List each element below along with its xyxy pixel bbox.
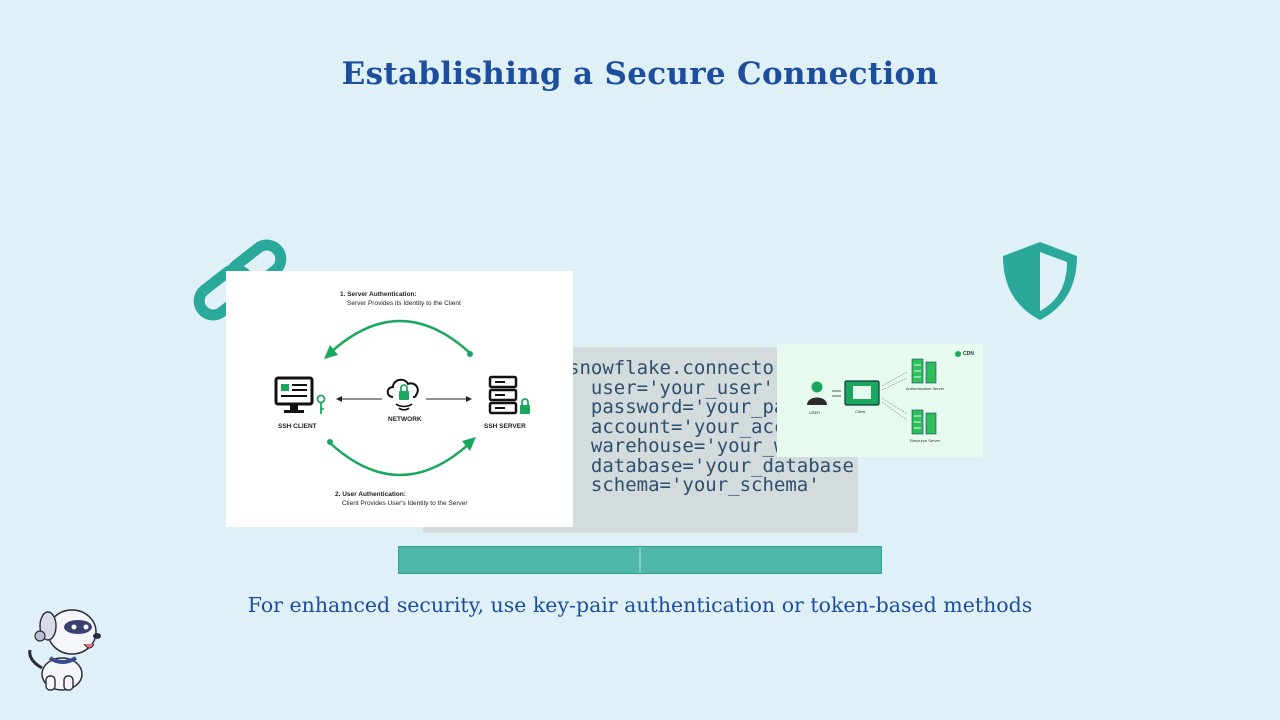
ssh-client-label: SSH CLIENT: [278, 423, 317, 430]
ssh-authentication-diagram: 1. Server Authentication: Server Provide…: [226, 271, 573, 527]
accent-bar-segment: [639, 547, 881, 573]
network-cloud-icon: [386, 378, 419, 411]
client-label: Client: [855, 409, 866, 414]
code-line: database='your_database',: [568, 454, 858, 477]
code-line: schema='your_schema': [568, 474, 820, 496]
slide-caption: For enhanced security, use key-pair auth…: [247, 593, 1033, 617]
resource-server-label: Resource Server: [909, 438, 940, 443]
user-auth-desc: Client Provides User's Identity to the S…: [342, 500, 468, 507]
user-auth-title: 2. User Authentication:: [335, 491, 406, 498]
token-auth-diagram: USER Client Authentication Server Resour…: [777, 344, 983, 457]
slide-title: Establishing a Secure Connection: [341, 56, 939, 92]
brand-label: CDN: [963, 351, 974, 357]
ssh-client-computer-icon: [274, 376, 326, 414]
ssh-server-label: SSH SERVER: [484, 423, 526, 430]
network-label: NETWORK: [388, 416, 422, 423]
accent-bar-segment: [399, 547, 639, 573]
shield-icon: [1003, 242, 1077, 320]
user-label: USER: [809, 410, 821, 415]
token-auth-diagram-graphic: [807, 351, 961, 435]
ssh-diagram-arrows: [324, 319, 476, 477]
ssh-server-icon: [488, 375, 530, 415]
server-auth-title: 1. Server Authentication:: [340, 291, 417, 298]
code-line: user='your_user',: [568, 376, 786, 399]
dog-mascot-icon: [28, 609, 101, 691]
server-auth-desc: Server Provides its Identity to the Clie…: [347, 300, 461, 307]
accent-bar: [398, 546, 882, 574]
auth-server-label: Authentication Server: [905, 386, 945, 391]
